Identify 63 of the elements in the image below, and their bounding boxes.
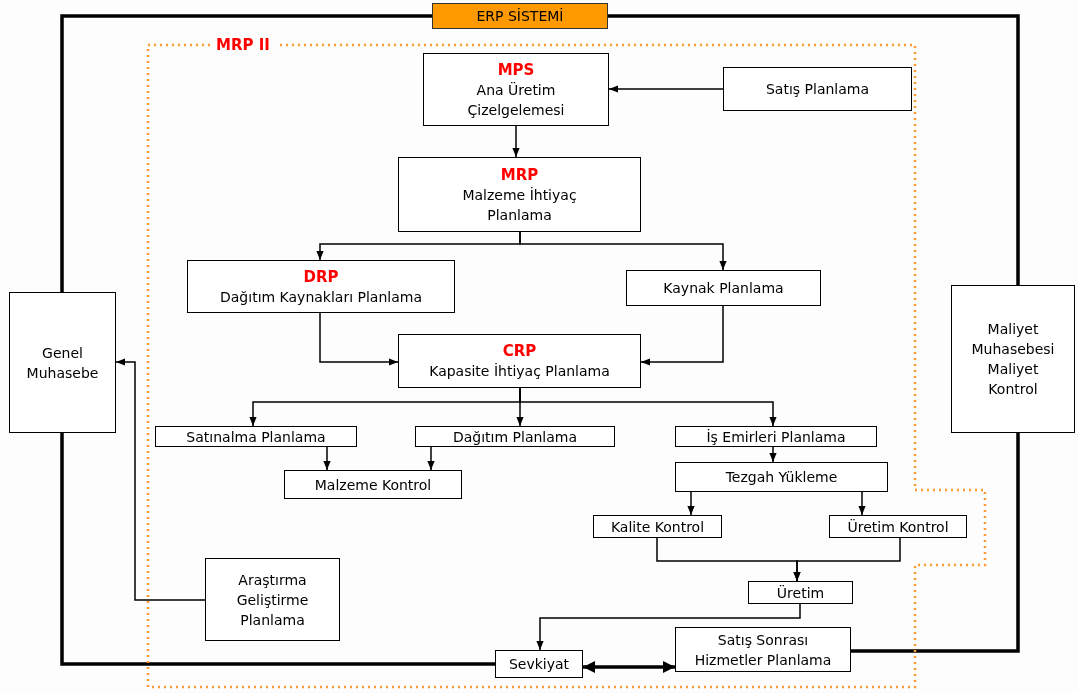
double-arrow [583, 661, 675, 673]
box-text: Üretim [776, 583, 825, 603]
arrow [519, 387, 777, 427]
box-text: Malzeme İhtiyaç Planlama [461, 185, 578, 225]
box-heading: MRP [500, 164, 539, 185]
process-box [626, 270, 821, 306]
process-box [723, 67, 912, 111]
process-box [205, 558, 340, 641]
process-box [9, 292, 116, 433]
box-text: Kapasite İhtiyaç Planlama [429, 362, 610, 381]
process-box [675, 426, 877, 447]
box-text: Araştırma Geliştirme Planlama [235, 570, 310, 630]
box-heading: DRP [303, 266, 339, 287]
arrow [512, 125, 520, 158]
process-box [187, 260, 455, 313]
box-text: Dağıtım Planlama [452, 427, 578, 447]
connector-line [60, 433, 495, 666]
box-text: Tezgah Yükleme [725, 468, 838, 487]
process-box [748, 581, 853, 604]
box-heading: CRP [502, 341, 537, 361]
process-box [398, 334, 641, 388]
system-label-box [432, 3, 608, 29]
process-box [415, 426, 615, 447]
arrow [536, 603, 801, 651]
box-text: Satınalma Planlama [186, 427, 326, 447]
box-text: Satış Sonrası Hizmetler Planlama [693, 630, 833, 670]
process-box [675, 462, 888, 492]
connector-line [60, 14, 432, 292]
arrow [115, 358, 206, 601]
box-text: Malzeme Kontrol [314, 475, 432, 495]
process-box [951, 285, 1075, 433]
box-text: Maliyet Muhasebesi Maliyet Kontrol [970, 320, 1056, 399]
box-text: ERP SİSTEMİ [476, 7, 564, 26]
box-text: Dağıtım Kaynakları Planlama [220, 287, 422, 307]
arrow [687, 491, 695, 516]
arrow [858, 491, 866, 516]
arrow [519, 231, 727, 271]
arrow [769, 446, 777, 463]
process-box [284, 470, 462, 499]
box-text: Ana Üretim Çizelgelemesi [466, 80, 566, 120]
process-box [155, 426, 357, 447]
process-box [829, 515, 967, 538]
connector-line [851, 433, 1020, 653]
process-box [495, 650, 583, 678]
arrow [323, 446, 331, 471]
arrow [640, 305, 724, 366]
box-text: Kaynak Planlama [663, 279, 784, 298]
box-text: İş Emirleri Planlama [706, 427, 846, 447]
arrow [793, 537, 901, 582]
box-text: Satış Planlama [765, 80, 870, 99]
process-box [675, 627, 851, 672]
box-text: Kalite Kontrol [610, 517, 705, 537]
connector-line [608, 14, 1020, 285]
arrow [319, 312, 399, 366]
arrow [427, 446, 435, 471]
box-text: Genel Muhasebe [25, 343, 100, 383]
box-text: Sevkiyat [508, 655, 570, 674]
box-text: Üretim Kontrol [847, 517, 949, 537]
box-heading: MPS [497, 59, 535, 80]
arrow [608, 85, 724, 93]
process-box [423, 53, 609, 126]
process-box [398, 157, 641, 232]
process-box [593, 515, 722, 538]
